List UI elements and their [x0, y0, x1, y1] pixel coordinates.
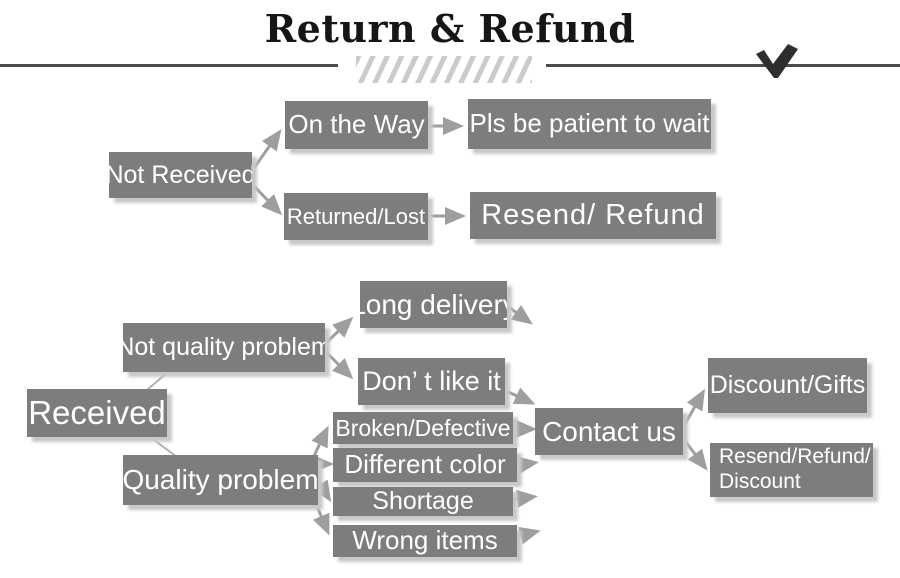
- arrow-qp-to-broken-defective: [311, 425, 329, 457]
- line-received-to-quality-problem: [149, 436, 178, 458]
- checkmark-icon: [756, 44, 798, 78]
- node-not-quality-problem: Not quality problem: [123, 323, 325, 372]
- node-dont-like-it: Don’ t like it: [358, 358, 505, 405]
- node-on-the-way: On the Way: [285, 101, 428, 149]
- node-shortage: Shortage: [333, 487, 513, 516]
- node-wrong-items: Wrong items: [333, 525, 517, 557]
- node-resend-refund-discount: Resend/Refund/ Discount: [710, 443, 873, 497]
- node-contact-us: Contact us: [535, 408, 683, 455]
- arrow-not-received-to-returned-lost: [252, 184, 283, 216]
- title-underline-left: [0, 64, 338, 67]
- node-pls-be-patient: Pls be patient to wait: [468, 99, 711, 149]
- node-resend-refund-discount-line1: Resend/Refund/: [719, 445, 871, 469]
- node-resend-refund: Resend/ Refund: [470, 192, 716, 239]
- node-not-received: Not Received: [109, 152, 252, 198]
- node-long-delivery: Long delivery: [360, 281, 507, 328]
- title-underline-right: [546, 64, 900, 67]
- arrow-dont-like-it-to-contact-us: [503, 387, 536, 405]
- node-broken-defective: Broken/Defective: [333, 412, 513, 444]
- node-received: Received: [27, 389, 167, 437]
- arrow-not-received-to-on-the-way: [252, 129, 282, 169]
- arrow-contact-us-to-resend-refund-discount: [683, 440, 708, 471]
- node-returned-lost: Returned/Lost: [284, 193, 428, 240]
- node-quality-problem: Quality problem: [123, 455, 318, 505]
- node-discount-gifts: Discount/Gifts: [708, 358, 867, 413]
- arrow-different-color-to-contact-us: [516, 456, 539, 475]
- node-different-color: Different color: [333, 448, 517, 482]
- arrow-nqp-to-long-delivery: [325, 316, 354, 344]
- arrow-contact-us-to-discount-gifts: [683, 388, 705, 425]
- line-received-to-not-quality-problem: [146, 371, 169, 391]
- hatch-stripes-decoration: [356, 56, 532, 83]
- arrow-nqp-to-dont-like-it: [325, 351, 354, 380]
- arrow-wrong-items-to-contact-us: [518, 526, 541, 545]
- page-title: Return & Refund: [264, 6, 636, 51]
- arrow-shortage-to-contact-us: [514, 489, 538, 508]
- node-resend-refund-discount-line2: Discount: [719, 470, 801, 493]
